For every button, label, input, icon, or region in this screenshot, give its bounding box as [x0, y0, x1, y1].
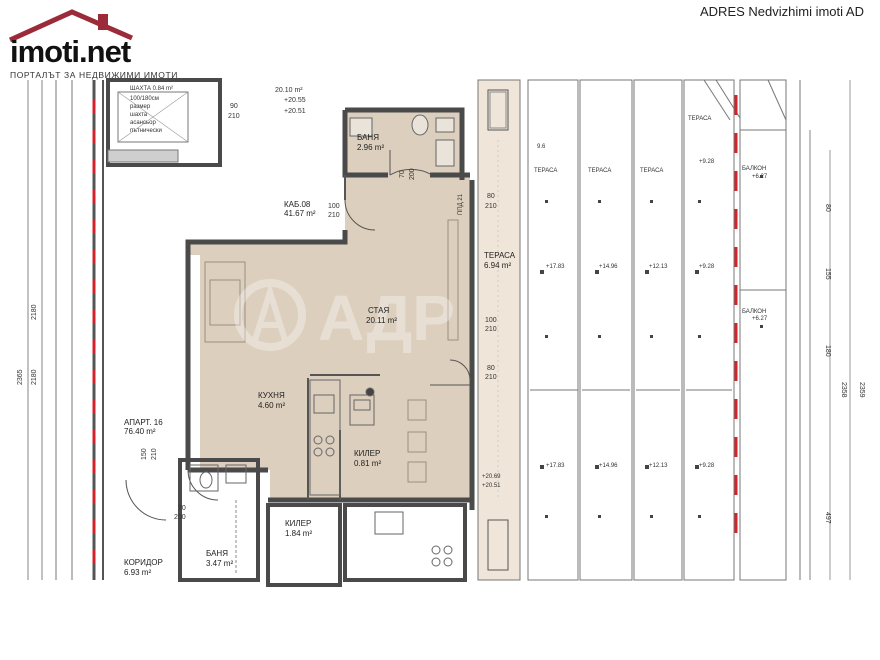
level-1: +17.83	[546, 264, 565, 270]
dim-210e: 210	[485, 374, 497, 381]
room-bath-top-area: 2.96 m²	[357, 143, 384, 152]
level-5: +17.83	[546, 463, 565, 469]
level-markers	[540, 175, 763, 518]
level-8: +9.28	[699, 463, 715, 469]
watermark: АДР	[234, 279, 455, 354]
right-facade	[527, 79, 851, 581]
room-stay-area: 20.11 m²	[366, 316, 397, 325]
dim-210c: 210	[485, 203, 497, 210]
vdim-2358: 2358	[840, 382, 847, 398]
vdim-80: 80	[824, 204, 831, 212]
level-9: +9.28	[699, 159, 715, 165]
left-dimension-lines	[27, 80, 811, 580]
imoti-logo[interactable]	[8, 8, 178, 88]
room-bath-bottom-name: БАНЯ	[206, 549, 228, 558]
vdim-497: 497	[824, 512, 831, 524]
terrace-strip	[477, 79, 521, 581]
level-6: +14.96	[599, 463, 618, 469]
room-kiler-bottom-area: 1.84 m²	[285, 529, 312, 538]
room-terrace-c: ТЕРАСА	[640, 168, 663, 174]
level-bottom-2: +20.51	[482, 483, 501, 489]
room-stay-name: СТАЯ	[368, 306, 389, 315]
agency-name: ADRES Nedvizhimi imoti AD	[700, 4, 864, 19]
level-10: +6.27	[752, 174, 768, 180]
dim-200a: 200	[409, 168, 416, 180]
shaft-note-2: размер	[130, 104, 151, 110]
room-kiler-inner-name: КИЛЕР	[354, 449, 380, 458]
level-12: 9.6	[537, 144, 546, 150]
living-furniture	[204, 219, 459, 483]
vdim-180: 180	[824, 345, 831, 357]
kitchen-counter	[309, 379, 375, 496]
room-balcony-a: БАЛКОН	[742, 166, 766, 172]
dim-210b: 210	[328, 212, 340, 219]
bath-fixtures-top	[349, 114, 455, 167]
room-corridor-name: КОРИДОР	[124, 558, 163, 567]
level-2: +14.96	[599, 264, 618, 270]
room-cab-area: 41.67 m²	[284, 209, 316, 218]
dim-200b: 200	[174, 514, 186, 521]
room-terrace-main-name: ТЕРАСА	[484, 251, 516, 260]
room-terrace-a: ТЕРАСА	[534, 168, 557, 174]
room-balcony-b: БАЛКОН	[742, 309, 766, 315]
vdim-155: 155	[824, 268, 831, 280]
shaft-label: ШАХТА 0.84 m²	[130, 86, 173, 92]
dim-70b: 70	[178, 505, 186, 512]
kiler-bottom-room	[266, 503, 342, 587]
room-apart-area: 76.40 m²	[124, 427, 156, 436]
shaft-note-1: 100/180см	[130, 96, 159, 102]
ppd-label: ППД 21	[458, 193, 464, 215]
room-terrace-main-area: 6.94 m²	[484, 261, 511, 270]
logo-brand: imoti.net	[10, 34, 131, 69]
dim-70a: 70	[399, 170, 406, 178]
level-4: +9.28	[699, 264, 715, 270]
bath-bottom	[178, 458, 260, 582]
levels-top-2: +20.55	[284, 97, 306, 104]
vdim-2365: 2365	[17, 369, 24, 385]
room-bath-top-name: БАНЯ	[357, 133, 379, 142]
level-7: +12.13	[649, 463, 668, 469]
room-bath-bottom-area: 3.47 m²	[206, 559, 233, 568]
left-facade	[55, 80, 104, 580]
room-kiler-bottom-name: КИЛЕР	[285, 519, 311, 528]
vdim-2359: 2359	[858, 382, 865, 398]
dim-80a: 80	[487, 193, 495, 200]
level-11: +6.27	[752, 316, 768, 322]
dim-210a: 210	[228, 113, 240, 120]
levels-top-1: 20.10 m²	[275, 87, 303, 94]
dim-90: 90	[230, 103, 238, 110]
room-terrace-b: ТЕРАСА	[588, 168, 611, 174]
level-bottom-1: +20.69	[482, 474, 501, 480]
room-kitchen-name: КУХНЯ	[258, 391, 285, 400]
shaft-note-3: шахта	[130, 112, 148, 118]
dim-210d: 210	[485, 326, 497, 333]
dim-100a: 100	[328, 203, 340, 210]
vdim-2180a: 2180	[31, 304, 38, 320]
shaft-block	[106, 78, 222, 167]
dim-100b: 100	[485, 317, 497, 324]
dim-80b: 80	[487, 365, 495, 372]
apartment-area	[188, 110, 470, 500]
dim-210f: 210	[151, 448, 158, 460]
room-kitchen-area: 4.60 m²	[258, 401, 285, 410]
shaft-note-5: пътнически	[130, 128, 162, 134]
room-terrace-d: ТЕРАСА	[688, 116, 711, 122]
levels-top-3: +20.51	[284, 108, 306, 115]
dim-150: 150	[141, 448, 148, 460]
room-kiler-inner-area: 0.81 m²	[354, 459, 381, 468]
level-3: +12.13	[649, 264, 668, 270]
logo-tagline: ПОРТАЛЪТ ЗА НЕДВИЖИМИ ИМОТИ	[10, 70, 178, 80]
watermark-text: АДР	[318, 282, 455, 354]
room-apart-name: АПАРТ. 16	[124, 418, 163, 427]
house-roof-icon	[8, 9, 133, 43]
neighbour-kitchen	[343, 503, 467, 582]
room-corridor-area: 6.93 m²	[124, 568, 151, 577]
shaft-note-4: асансьор	[130, 120, 156, 126]
room-cab-name: КАБ.08	[284, 200, 311, 209]
vdim-2180b: 2180	[31, 369, 38, 385]
